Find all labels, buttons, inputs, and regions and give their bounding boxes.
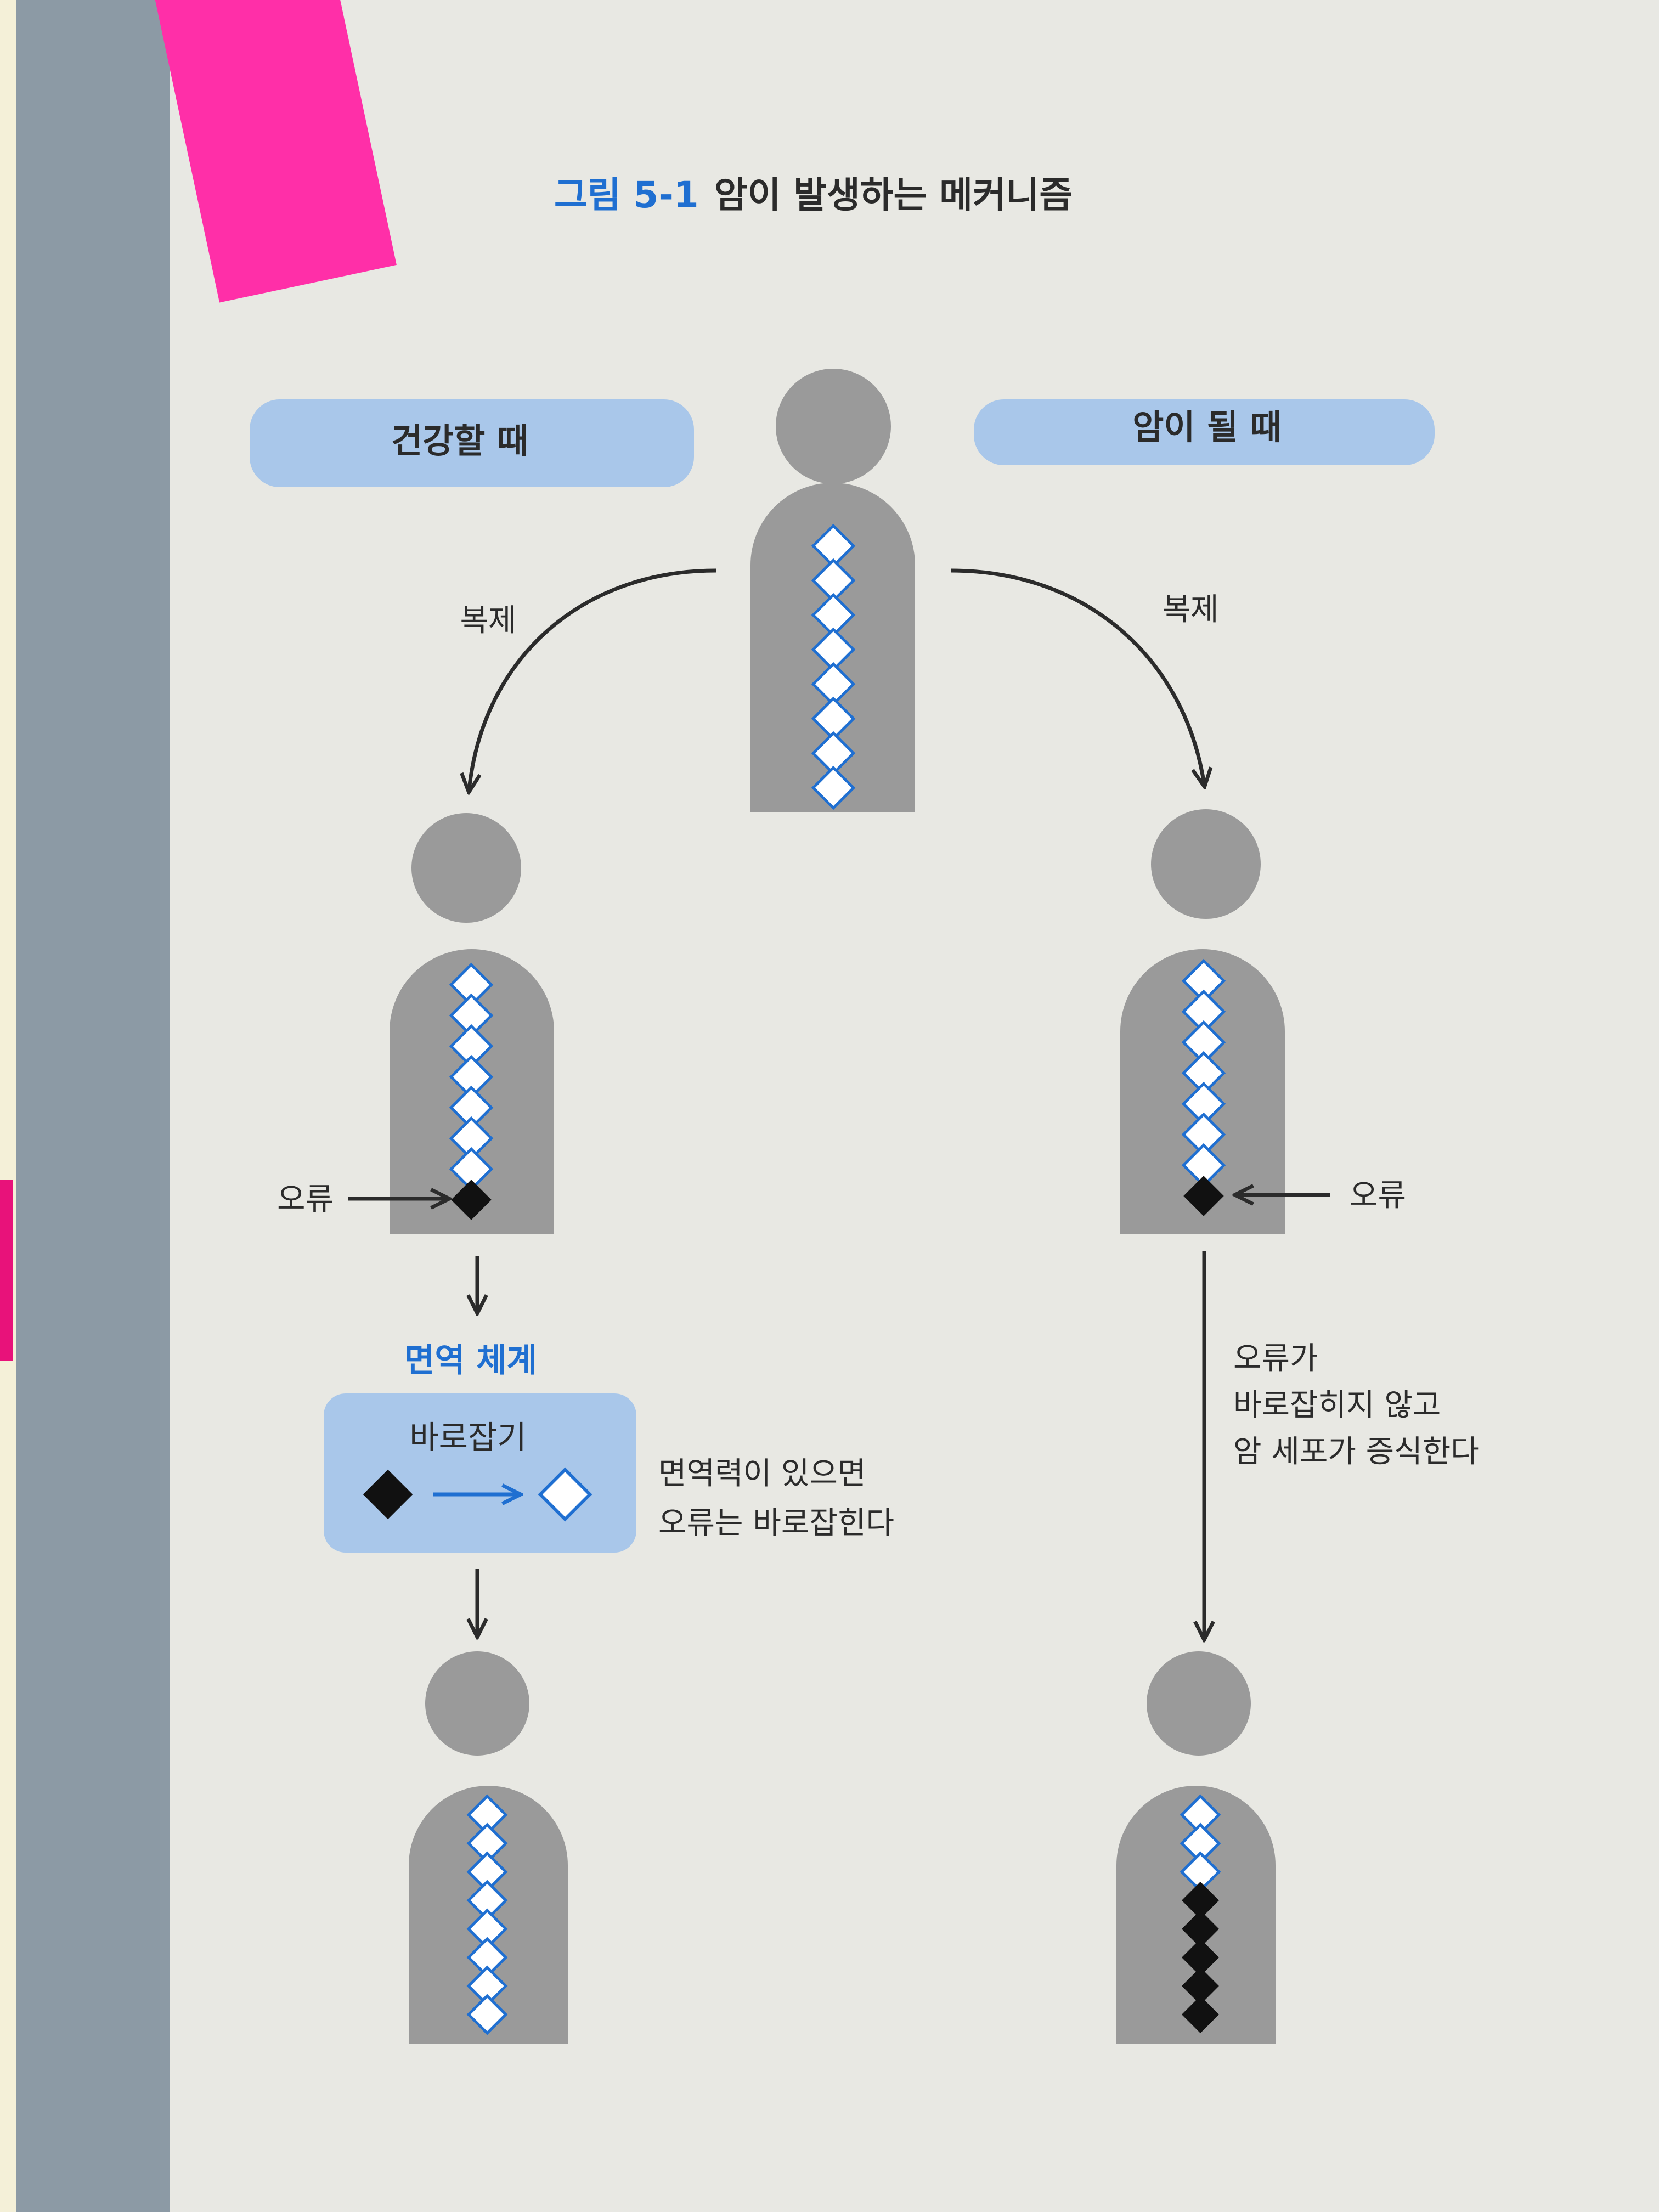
side-tab	[0, 1180, 13, 1361]
normal-diamond	[449, 1147, 494, 1192]
normal-diamond	[1181, 1143, 1226, 1188]
replication-label-left: 복제	[460, 603, 516, 639]
person-figure-cancer-result	[1116, 1651, 1276, 2044]
replication-arrow-left	[469, 568, 716, 790]
person-figure-cancer-copy	[1120, 809, 1285, 1234]
error-diamond	[1183, 1176, 1224, 1216]
error-diamond	[1182, 1882, 1219, 1919]
normal-diamond	[466, 1851, 508, 1893]
normal-diamond	[466, 1822, 508, 1864]
header-pill-cancer	[974, 399, 1435, 465]
header-pill-healthy	[250, 399, 694, 487]
normal-diamond	[449, 1085, 494, 1130]
normal-diamond	[449, 962, 494, 1007]
cancer-note-line1: 오류가	[1233, 1341, 1318, 1376]
normal-diamond	[1180, 1851, 1221, 1893]
normal-diamond	[811, 558, 856, 603]
replication-label-right: 복제	[1162, 592, 1218, 628]
error-diamond	[1182, 1939, 1219, 1976]
person-figure-healthy-result	[409, 1651, 568, 2044]
normal-diamond	[466, 1994, 508, 2035]
normal-diamond	[811, 627, 856, 672]
person-figure-healthy-copy	[390, 813, 554, 1234]
figure-title: 암이 발생하는 메커니즘	[714, 174, 1073, 216]
header-cancer: 암이 될 때	[1132, 407, 1281, 447]
normal-diamond	[1181, 1112, 1226, 1157]
normal-diamond	[449, 1116, 494, 1161]
error-label-left: 오류	[277, 1182, 334, 1217]
error-diamond	[1182, 1996, 1219, 2033]
healthy-note-line2: 오류는 바로잡힌다	[658, 1505, 894, 1541]
cancer-note-line2: 바로잡히지 않고	[1233, 1387, 1441, 1423]
normal-diamond	[1181, 1020, 1226, 1065]
correction-box	[324, 1393, 636, 1553]
normal-diamond	[811, 731, 856, 776]
normal-diamond	[449, 1024, 494, 1069]
normal-diamond	[811, 765, 856, 810]
sticky-note	[151, 0, 397, 303]
normal-diamond	[1181, 958, 1226, 1003]
page-edge-strip	[0, 0, 16, 2212]
cancer-note-line3: 암 세포가 증식한다	[1233, 1434, 1479, 1470]
person-figure-original	[751, 369, 915, 812]
normal-diamond	[466, 1965, 508, 2007]
error-label-right: 오류	[1350, 1178, 1406, 1214]
healthy-note-line1: 면역력이 있으면	[658, 1456, 866, 1492]
corrected-diamond-icon	[538, 1467, 592, 1522]
normal-diamond	[466, 1794, 508, 1836]
normal-diamond	[811, 662, 856, 707]
normal-diamond	[811, 592, 856, 637]
normal-diamond	[466, 1908, 508, 1950]
book-spine-shadow	[16, 0, 176, 2212]
normal-diamond	[466, 1880, 508, 1921]
normal-diamond	[1180, 1822, 1221, 1864]
error-diamond	[451, 1180, 492, 1220]
error-diamond	[1182, 1967, 1219, 2005]
replication-arrow-right	[950, 568, 1204, 785]
normal-diamond	[1180, 1794, 1221, 1836]
figure-label: 그림 5-1	[554, 174, 699, 216]
normal-diamond	[1181, 989, 1226, 1034]
normal-diamond	[466, 1937, 508, 1978]
normal-diamond	[811, 696, 856, 741]
normal-diamond	[811, 523, 856, 568]
normal-diamond	[449, 993, 494, 1038]
header-healthy: 건강할 때	[391, 421, 528, 461]
immune-system-label: 면역 체계	[404, 1341, 537, 1380]
normal-diamond	[449, 1054, 494, 1099]
correction-box-title: 바로잡기	[409, 1419, 526, 1456]
normal-diamond	[1181, 1051, 1226, 1096]
normal-diamond	[1181, 1081, 1226, 1126]
error-diamond	[1182, 1910, 1219, 1948]
